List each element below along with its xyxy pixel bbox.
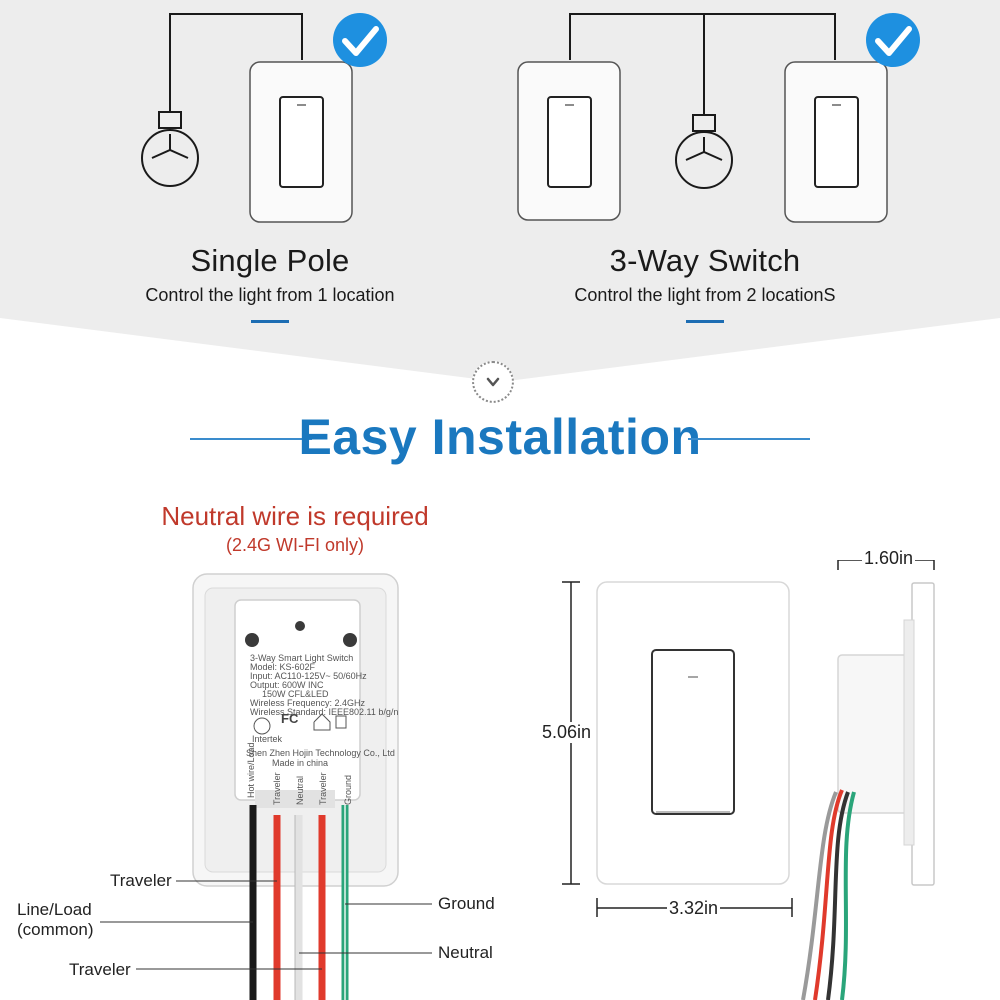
- device-label-line: Output: 600W INC: [250, 680, 324, 690]
- three-way-subtitle: Control the light from 2 locationS: [574, 285, 836, 305]
- switch-front-view: [596, 581, 790, 885]
- neutral-wire-note: Neutral wire is required: [161, 501, 429, 531]
- chevron-down-icon: [486, 377, 500, 387]
- wire-label-neutral: Neutral: [438, 943, 493, 962]
- terminal-label-traveler: Traveler: [318, 772, 328, 805]
- light-bulb-icon: [141, 111, 199, 187]
- dimension-width: 3.32in: [667, 898, 721, 919]
- switch-back-view: 3-Way Smart Light Switch Model: KS-602F …: [192, 573, 399, 887]
- single-pole-caption: Single Pole Control the light from 1 loc…: [110, 243, 430, 323]
- check-icon: [333, 13, 387, 67]
- wire-label-line-load-text: Line/Load: [17, 900, 92, 919]
- installation-drawing: 3-Way Smart Light Switch Model: KS-602F …: [100, 560, 935, 1000]
- switch-plate-right: [784, 61, 888, 223]
- scroll-down-button[interactable]: [472, 361, 514, 403]
- single-pole-diagram: [141, 13, 387, 223]
- wire-label-ground: Ground: [438, 894, 495, 913]
- switch-plate-left: [517, 61, 621, 221]
- svg-text:FC: FC: [281, 711, 299, 726]
- single-pole-subtitle: Control the light from 1 location: [145, 285, 395, 305]
- three-way-title: 3-Way Switch: [609, 243, 801, 278]
- device-label-origin: Made in china: [272, 758, 328, 768]
- wifi-note: (2.4G WI-FI only): [225, 535, 364, 555]
- wiring-diagram-banner: [0, 0, 1000, 382]
- wire-label-common-text: (common): [17, 920, 94, 939]
- device-label-line: 150W CFL&LED: [262, 689, 329, 699]
- wire-label-traveler: Traveler: [110, 871, 172, 890]
- terminal-label-neutral: Neutral: [295, 776, 305, 805]
- device-label-maker: Shen Zhen Hojin Technology Co., Ltd: [246, 748, 395, 758]
- device-label-line: Input: AC110-125V~ 50/60Hz: [250, 671, 367, 681]
- terminal-label-hot: Hot wire/Load: [246, 742, 256, 798]
- switch-side-view: [801, 582, 935, 1000]
- three-way-diagram: [517, 13, 920, 223]
- terminal-label-traveler: Traveler: [272, 772, 282, 805]
- device-label-line: 3-Way Smart Light Switch: [250, 653, 353, 663]
- switch-plate: [249, 61, 353, 223]
- device-label-line: Wireless Standard: IEEE802.11 b/g/n: [250, 707, 398, 717]
- wire-label-traveler: Traveler: [69, 960, 131, 979]
- title-rule-right: [688, 438, 810, 440]
- leader-lines: [100, 880, 432, 970]
- device-label-line: Wireless Frequency: 2.4GHz: [250, 698, 366, 708]
- single-pole-title: Single Pole: [190, 243, 350, 278]
- three-way-caption: 3-Way Switch Control the light from 2 lo…: [540, 243, 870, 323]
- title-underline: [686, 320, 724, 323]
- dimension-depth: 1.60in: [862, 548, 916, 569]
- title-underline: [251, 320, 289, 323]
- wire-label-line-load: Line/Load (common): [17, 900, 94, 940]
- title-rule-left: [190, 438, 312, 440]
- light-bulb-icon: [675, 114, 733, 189]
- check-icon: [866, 13, 920, 67]
- device-label-brand: Intertek: [252, 734, 283, 744]
- dimension-height: 5.06in: [540, 722, 594, 743]
- section-title: Easy Installation: [298, 409, 702, 465]
- terminal-label-ground: Ground: [343, 775, 353, 805]
- device-label-line: Model: KS-602F: [250, 662, 316, 672]
